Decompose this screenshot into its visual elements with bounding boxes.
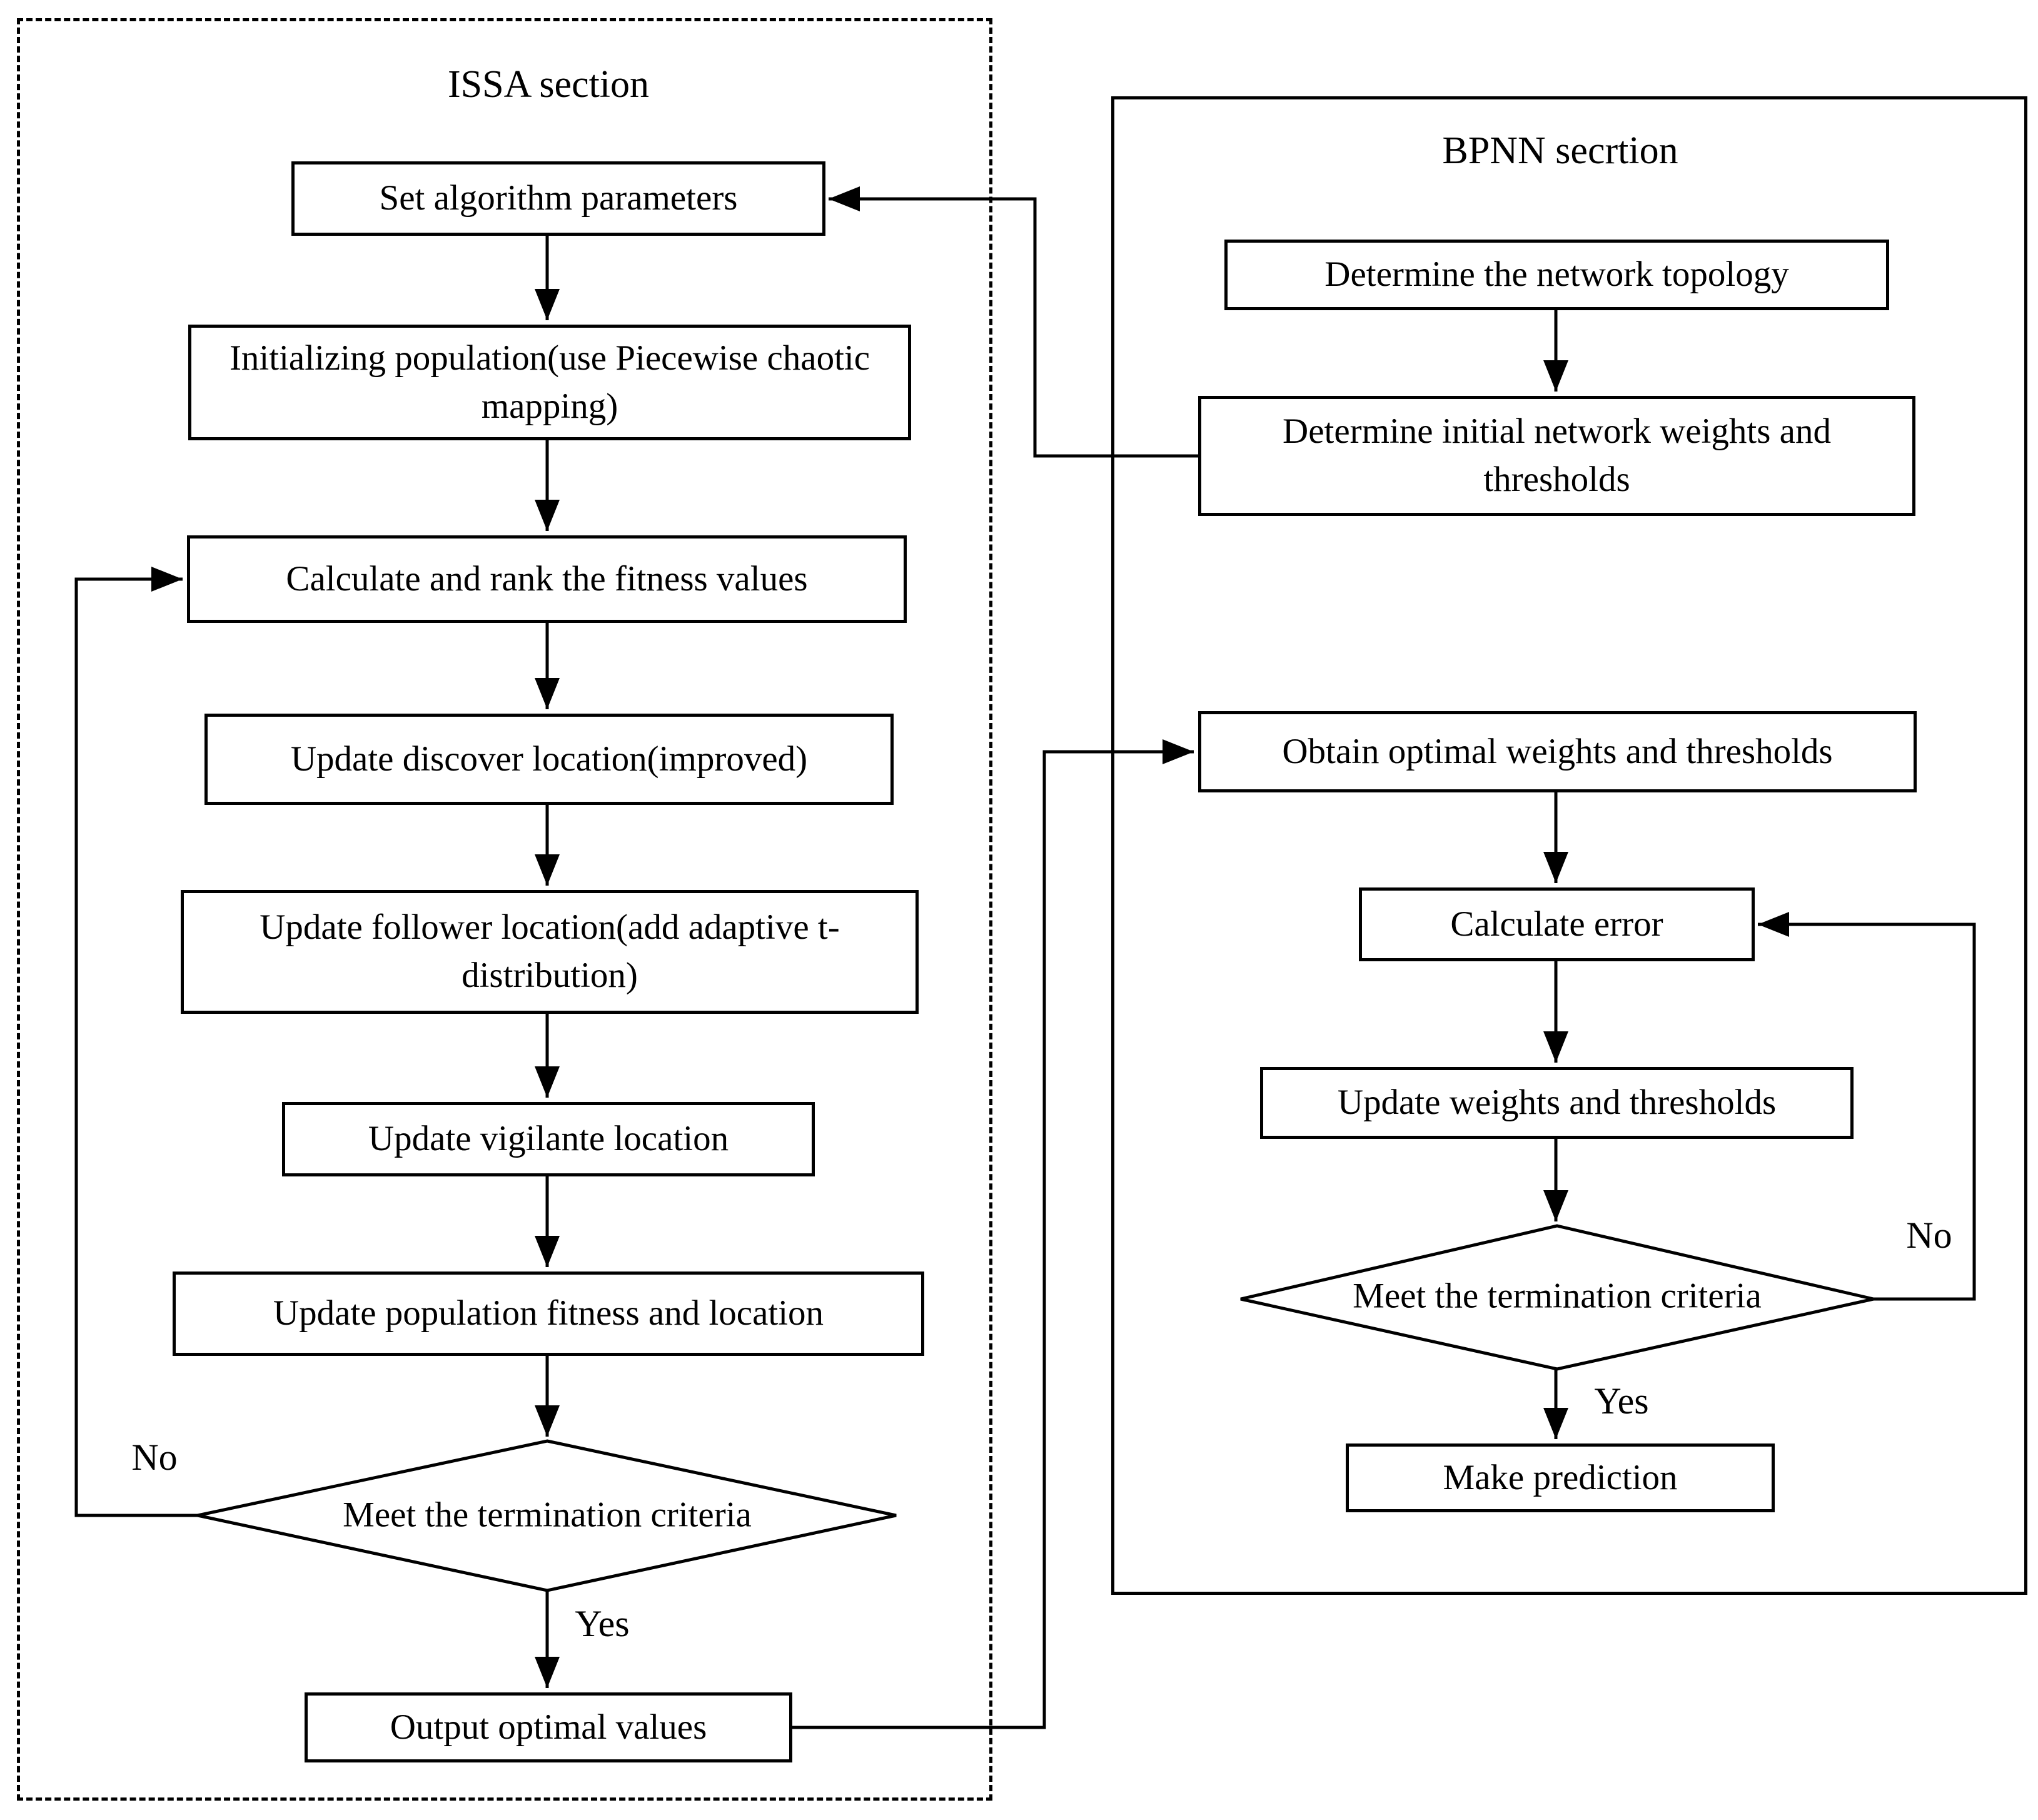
node-update-follower-location: Update follower location(add adaptive t-… (181, 890, 919, 1014)
bpnn-decision-diamond (1240, 1224, 1874, 1371)
node-update-vigilante-location: Update vigilante location (282, 1102, 815, 1176)
node-calculate-error: Calculate error (1359, 887, 1755, 961)
node-calculate-rank-fitness: Calculate and rank the fitness values (187, 535, 907, 623)
bpnn-section-border (1111, 96, 2027, 1595)
issa-section-title: ISSA section (447, 63, 650, 106)
arrow-issa-to-bpnn (792, 739, 1194, 1729)
node-set-algorithm-parameters: Set algorithm parameters (291, 161, 825, 236)
node-obtain-optimal-weights: Obtain optimal weights and thresholds (1198, 711, 1917, 792)
arrow-bpnn-to-issa (829, 186, 1198, 458)
node-output-optimal-values: Output optimal values (305, 1692, 792, 1762)
bpnn-no-label: No (1906, 1215, 1952, 1256)
bpnn-section-title: BPNN secrtion (1442, 129, 1678, 172)
node-update-discover-location: Update discover location(improved) (204, 714, 894, 805)
issa-decision-label: Meet the termination criteria (343, 1495, 752, 1535)
arrow-bpnn-no-loop (1758, 912, 1976, 1301)
issa-no-label: No (131, 1437, 178, 1478)
issa-yes-label: Yes (575, 1603, 630, 1644)
node-make-prediction: Make prediction (1346, 1443, 1775, 1512)
node-initializing-population: Initializing population(use Piecewise ch… (188, 325, 911, 440)
bpnn-yes-label: Yes (1594, 1380, 1649, 1422)
arrow-issa-no-loop (74, 567, 198, 1517)
node-update-population-fitness: Update population fitness and location (173, 1271, 924, 1356)
node-determine-network-topology: Determine the network topology (1224, 240, 1889, 310)
issa-decision-diamond (197, 1439, 897, 1592)
node-update-weights-thresholds: Update weights and thresholds (1260, 1067, 1854, 1139)
bpnn-decision-label: Meet the termination criteria (1353, 1276, 1762, 1316)
node-determine-initial-weights: Determine initial network weights and th… (1198, 396, 1915, 516)
issa-section-border (17, 18, 992, 1801)
